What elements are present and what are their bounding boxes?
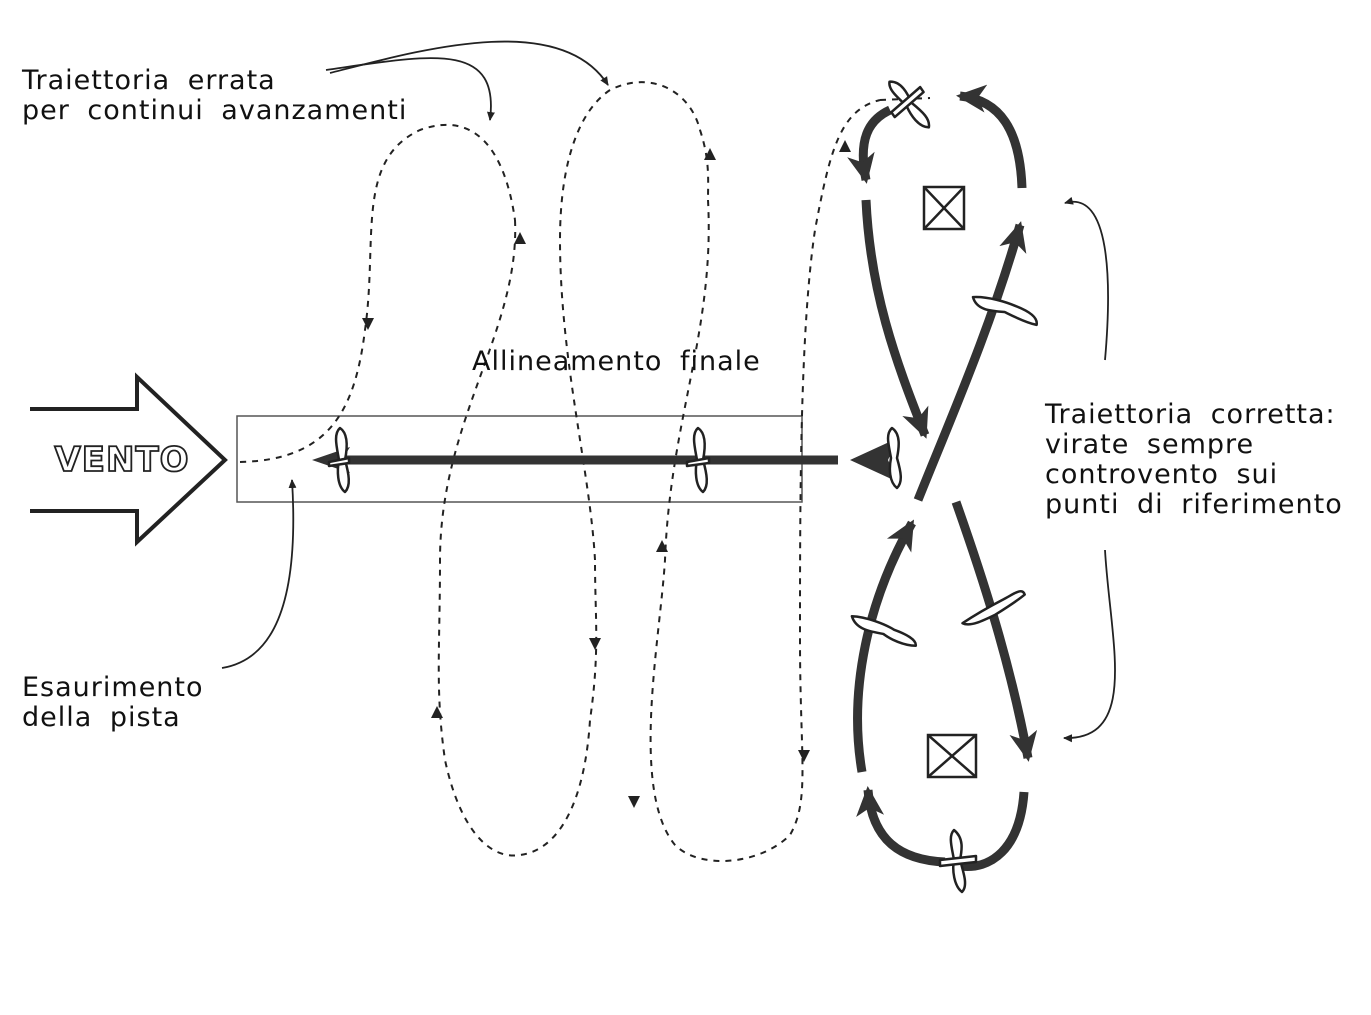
correct-trajectory — [847, 84, 1038, 871]
correct-path-label-line3: controvento sui — [1045, 459, 1279, 490]
reference-point-marker-bottom — [926, 733, 978, 779]
wind-label: VENTO — [54, 440, 189, 480]
runway-end-label-line1: Esaurimento — [22, 672, 204, 703]
wind-arrow — [30, 372, 228, 547]
correct-path-label-line1: Traiettoria corretta: — [1045, 399, 1336, 430]
glider-icon — [327, 426, 351, 494]
glider-icon — [961, 590, 1026, 626]
runway-end-label-line2: della pista — [22, 702, 181, 733]
wrong-path-label-line1: Traiettoria errata — [22, 65, 276, 96]
final-alignment-label: Allineamento finale — [472, 346, 761, 377]
glider-icon — [685, 426, 711, 494]
correct-path-label-line2: virate sempre — [1045, 429, 1255, 460]
final-approach-line — [312, 438, 898, 482]
glider-icon — [938, 828, 978, 894]
glider-icons — [327, 80, 1038, 894]
wrong-path-label-line2: per continui avanzamenti — [22, 95, 408, 126]
reference-point-marker-top — [922, 185, 966, 231]
glider-icon — [971, 295, 1038, 327]
glider-icon — [886, 426, 902, 490]
correct-path-label-line4: punti di riferimento — [1045, 489, 1343, 520]
glider-icon — [850, 614, 917, 648]
glider-icon — [888, 80, 931, 129]
wrong-trajectory-arrowheads — [362, 140, 851, 808]
leader-lines — [221, 40, 1116, 743]
